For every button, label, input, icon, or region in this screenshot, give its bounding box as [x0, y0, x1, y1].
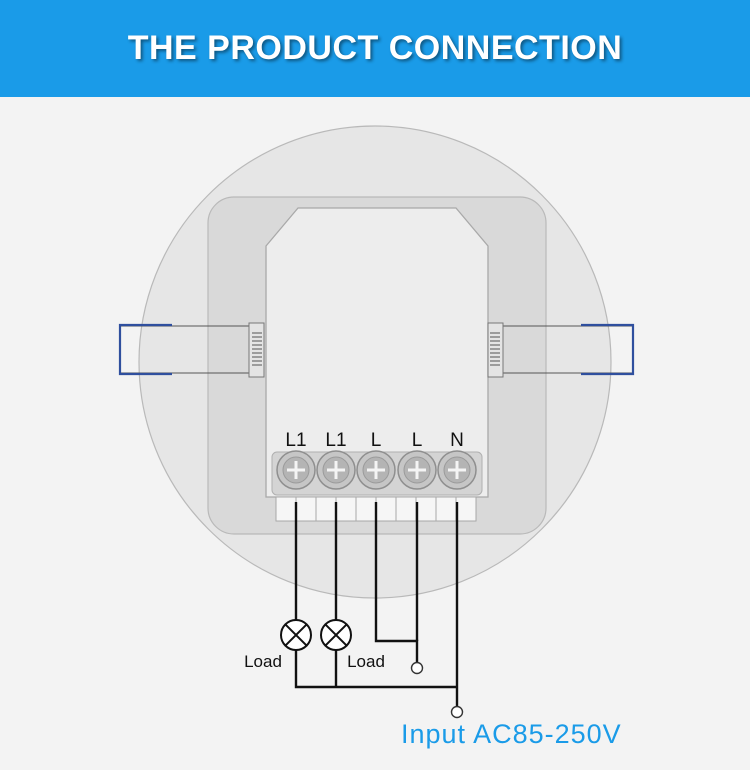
terminal-label-l1-b: L1: [325, 430, 346, 451]
wire-entry-slots: [275, 496, 477, 522]
wiring: [294, 502, 459, 706]
right-mounting-ear: [487, 322, 635, 378]
neutral-input-terminal: [450, 705, 464, 719]
load-label-1: Load: [244, 652, 282, 671]
load-label-2: Load: [347, 652, 385, 671]
terminal-label-l1-a: L1: [285, 430, 306, 451]
live-input-terminal: [410, 661, 424, 675]
terminal-label-l-a: L: [371, 430, 382, 451]
terminal-screw: [276, 450, 316, 490]
module-body: [265, 207, 489, 498]
terminal-label-n: N: [450, 430, 464, 451]
page-title: THE PRODUCT CONNECTION: [127, 29, 623, 67]
terminal-screw: [316, 450, 356, 490]
terminal-screw: [356, 450, 396, 490]
lamp-icon: [280, 619, 312, 651]
terminal-label-l-b: L: [412, 430, 423, 451]
left-mounting-ear: [118, 322, 265, 378]
header-banner: THE PRODUCT CONNECTION: [0, 0, 750, 97]
connection-diagram: L1 L1 L L N: [118, 125, 635, 749]
terminal-screw: [397, 450, 437, 490]
input-voltage-label: Input AC85-250V: [401, 719, 622, 749]
lamp-icon: [320, 619, 352, 651]
terminal-screw: [437, 450, 477, 490]
